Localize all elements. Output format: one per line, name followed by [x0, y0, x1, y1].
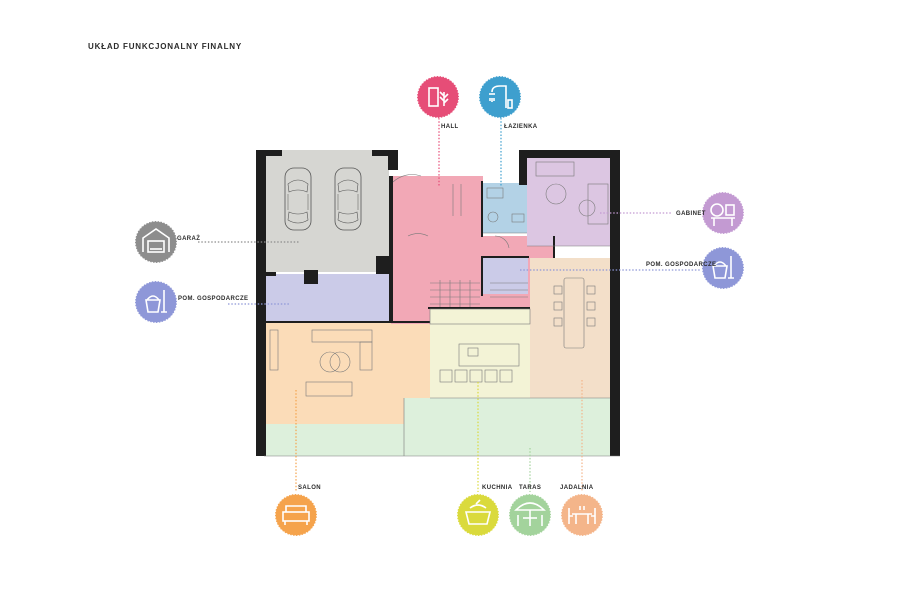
- label-pom-gospodarcze-right: POM. GOSPODARCZE: [646, 262, 716, 268]
- mop-bucket-icon: [712, 256, 734, 279]
- room-marker-jadalnia: JADALNIA: [560, 485, 604, 537]
- room-marker-kuchnia: KUCHNIA: [456, 485, 513, 537]
- label-kuchnia: KUCHNIA: [482, 485, 513, 491]
- room-fill-salon: [264, 323, 430, 398]
- room-marker-taras: TARAS: [508, 485, 552, 537]
- mop-bucket-icon: [145, 290, 167, 313]
- label-garaz: GARAŻ: [177, 235, 200, 242]
- walls: [256, 150, 620, 456]
- room-marker-garaz: GARAŻ: [134, 220, 200, 264]
- label-salon: SALON: [298, 485, 321, 491]
- room-fill-jadalnia: [530, 258, 610, 398]
- room-fill-pom-gospodarcze-right: [483, 258, 528, 294]
- connector-lines: [198, 118, 700, 492]
- room-fill-hall-upper: [391, 176, 483, 236]
- room-marker-gabinet: GABINET: [676, 191, 745, 235]
- shower-icon: [489, 85, 513, 109]
- parasol-table-icon: [514, 502, 546, 526]
- room-fill-taras-left: [264, 424, 404, 456]
- room-fill-garaz: [264, 150, 389, 272]
- label-jadalnia: JADALNIA: [560, 485, 594, 491]
- garage-car-icon: [142, 228, 170, 253]
- cooking-pot-icon: [464, 499, 492, 525]
- diagram-title: UKŁAD FUNKCJONALNY FINALNY: [88, 42, 242, 51]
- room-marker-salon: SALON: [274, 485, 321, 537]
- room-fill-kuchnia: [430, 309, 530, 398]
- label-lazienka: ŁAZIENKA: [504, 124, 538, 130]
- label-gabinet: GABINET: [676, 211, 706, 217]
- label-pom-gospodarcze-left: POM. GOSPODARCZE: [178, 296, 248, 302]
- desk-icon: [710, 203, 735, 226]
- label-hall: HALL: [441, 124, 459, 130]
- room-fill-gabinet: [527, 158, 610, 246]
- label-taras: TARAS: [519, 485, 541, 491]
- room-fill-taras: [404, 398, 610, 456]
- room-fill-lazienka: [483, 183, 527, 233]
- room-marker-pom-gospodarcze-left: POM. GOSPODARCZE: [134, 280, 248, 324]
- door-plant-icon: [428, 87, 449, 107]
- room-marker-lazienka: ŁAZIENKA: [478, 75, 538, 130]
- room-fill-salon-lower: [264, 398, 404, 424]
- dining-set-icon: [568, 506, 596, 524]
- room-fill-pom-gospodarcze-left: [264, 274, 391, 322]
- room-marker-hall: HALL: [416, 75, 460, 130]
- room-marker-pom-gospodarcze-right: POM. GOSPODARCZE: [646, 246, 745, 290]
- plan-details: [264, 161, 620, 457]
- sofa-icon: [282, 505, 310, 525]
